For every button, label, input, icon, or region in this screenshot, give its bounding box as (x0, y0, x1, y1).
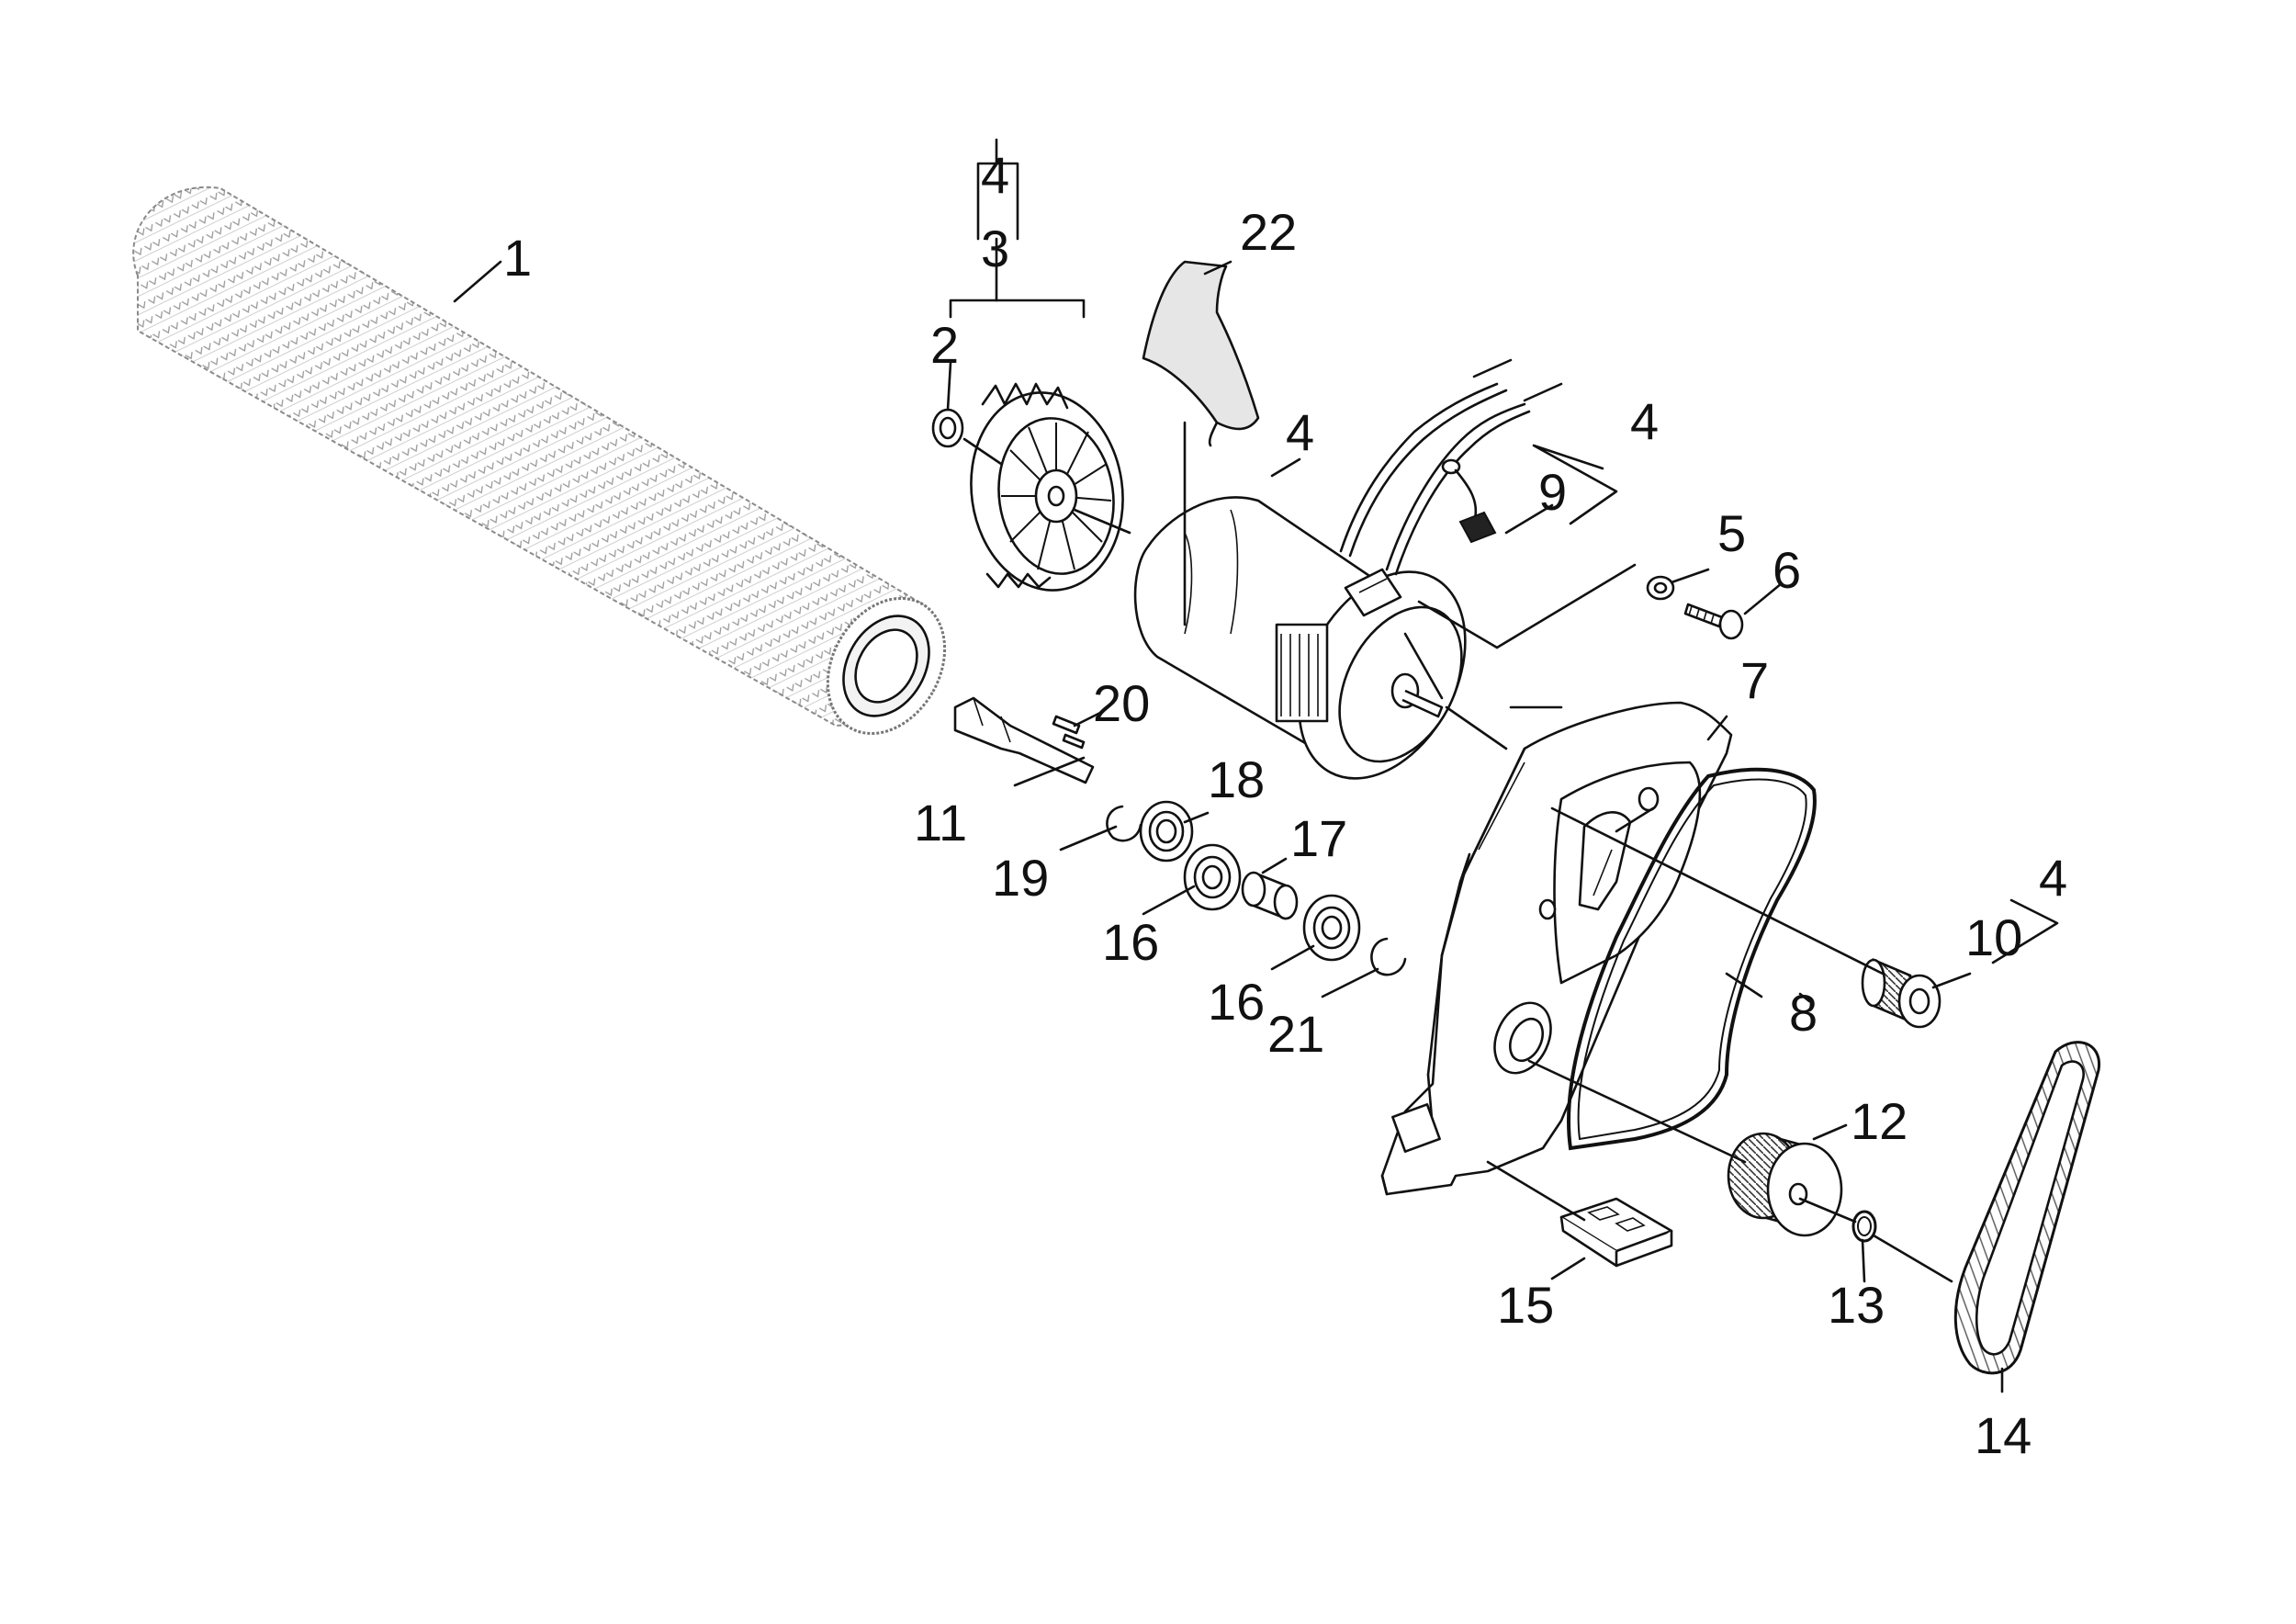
washer (1646, 575, 1675, 601)
shaft-key (1052, 715, 1081, 735)
callout-4-top: 4 (981, 146, 1009, 204)
callout-8: 8 (1789, 984, 1818, 1042)
electric-motor (1133, 358, 1563, 780)
snap-ring-19 (1106, 805, 1142, 842)
large-pulley (1727, 1132, 1843, 1237)
end-cap (931, 408, 964, 448)
callout-12: 12 (1851, 1092, 1908, 1150)
callout-20: 20 (1093, 674, 1150, 732)
callout-6: 6 (1773, 541, 1801, 599)
snap-ring-21 (1370, 937, 1407, 976)
mounting-clip (1559, 1197, 1673, 1268)
drive-belt (1953, 1041, 2100, 1375)
bearing-16a (1183, 843, 1242, 911)
callout-4-motor: 4 (1286, 403, 1314, 461)
fan-wheel (970, 382, 1124, 592)
callout-11: 11 (914, 794, 967, 851)
callout-21: 21 (1267, 1005, 1324, 1063)
callout-1: 1 (503, 229, 532, 287)
callout-2: 2 (930, 316, 959, 374)
bearing-16b (1302, 894, 1361, 962)
callout-17: 17 (1290, 809, 1347, 867)
drive-pulley (1861, 958, 1941, 1029)
callout-4-pulley: 4 (2039, 849, 2067, 907)
callout-7: 7 (1740, 651, 1769, 709)
callout-10: 10 (1965, 908, 2022, 966)
callout-19: 19 (992, 849, 1049, 907)
callout-16-upper: 16 (1102, 913, 1159, 971)
bearing-18 (1139, 800, 1194, 863)
screw (1683, 603, 1744, 640)
gasket (1567, 767, 1817, 1151)
callout-5: 5 (1717, 504, 1746, 562)
callout-18: 18 (1208, 750, 1265, 808)
callout-13: 13 (1828, 1276, 1885, 1334)
callout-3: 3 (981, 220, 1009, 277)
callout-9: 9 (1538, 463, 1567, 521)
callout-4-wires: 4 (1630, 392, 1659, 450)
leader-lines (453, 138, 2059, 1393)
brush-roller (132, 186, 947, 736)
spacer-sleeve (1241, 871, 1299, 920)
callout-22: 22 (1240, 203, 1297, 261)
drive-shaft (953, 696, 1095, 784)
callout-14: 14 (1975, 1406, 2032, 1464)
retaining-ring (1851, 1210, 1877, 1243)
callout-15: 15 (1497, 1276, 1554, 1334)
callout-16-lower: 16 (1208, 973, 1265, 1031)
curved-shield (1142, 260, 1260, 447)
gear-housing (1380, 701, 1733, 1196)
callout-labels: 1 4 3 2 22 4 4 9 5 6 7 20 18 11 19 17 16… (503, 146, 2067, 1464)
